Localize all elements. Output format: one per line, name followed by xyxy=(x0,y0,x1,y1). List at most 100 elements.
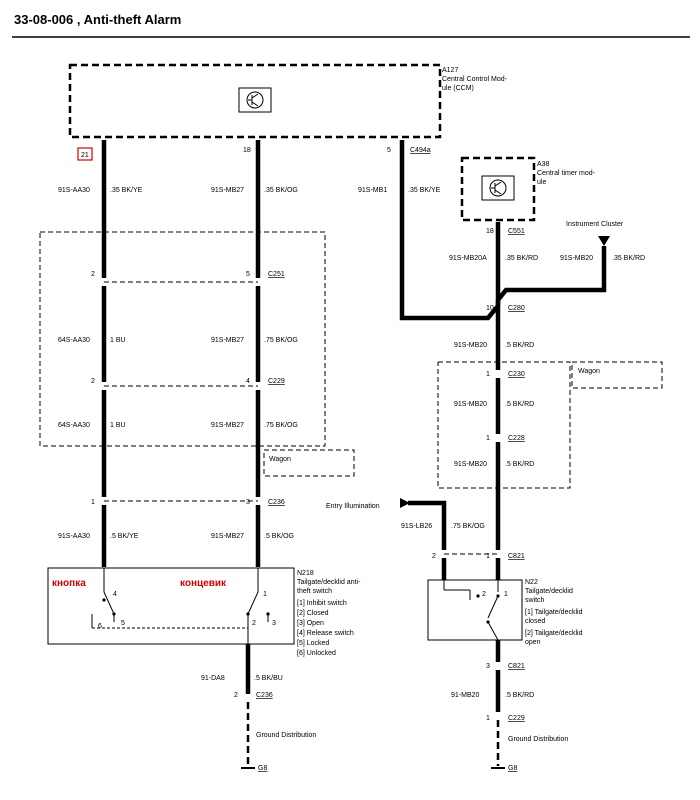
wire-10-id: 91S-MB27 xyxy=(211,422,244,429)
wire-4-id: 91S-MB20A xyxy=(449,255,487,262)
n218-line-6: [5] Locked xyxy=(297,640,329,647)
timer-module-box xyxy=(460,156,536,222)
timer-name-2: ule xyxy=(537,179,546,186)
wire-7-id: 91S-MB27 xyxy=(211,337,244,344)
wire-14-id: 91S-AA30 xyxy=(58,533,90,540)
n22-description: N22 Tailgate/decklid switch [1] Tailgate… xyxy=(525,579,583,646)
pin-3-c821: 3 xyxy=(486,663,490,670)
label-limit-ru: концевик xyxy=(180,578,227,589)
n22-line-0: Tailgate/decklid xyxy=(525,588,573,595)
wire-11-id: 91S-MB20 xyxy=(454,401,487,408)
wire-3-spec: .35 BK/YE xyxy=(408,187,441,194)
wire-17-id: 91-MB20 xyxy=(451,692,480,699)
wagon-box-left xyxy=(263,449,355,477)
connector-c251: C251 xyxy=(268,271,285,278)
n218-pin-6: 6 xyxy=(98,623,102,630)
n218-line-5: [4] Release switch xyxy=(297,630,354,637)
wire-13-id: 91S-LB26 xyxy=(401,523,432,530)
wire-9-spec: 1 BU xyxy=(110,422,126,429)
pin-1-c228: 1 xyxy=(486,435,490,442)
pin-3-c236: 3 xyxy=(246,499,250,506)
wire-10-spec: .75 BK/OG xyxy=(264,422,298,429)
pin-2-c229: 2 xyxy=(91,378,95,385)
n218-line-4: [3] Open xyxy=(297,620,324,627)
n22-line-2: [1] Tailgate/decklid xyxy=(525,609,583,616)
pin-2-c251: 2 xyxy=(91,271,95,278)
connector-c236-a: C236 xyxy=(268,499,285,506)
connector-c551: C551 xyxy=(508,228,525,235)
n22-pin-1: 1 xyxy=(504,591,508,598)
n218-line-0: Tailgate/decklid anti- xyxy=(297,579,361,586)
wire-instrument xyxy=(496,246,607,302)
label-button-ru: кнопка xyxy=(52,578,86,589)
wire-12-spec: .5 BK/RD xyxy=(505,461,534,468)
n218-pin-5: 5 xyxy=(121,620,125,627)
connector-c494a: C494a xyxy=(410,147,431,154)
wagon-box-right xyxy=(571,361,663,389)
pin-18-ccm: 18 xyxy=(243,147,251,154)
wire-13-spec: .75 BK/OG xyxy=(451,523,485,530)
connector-c229-b: C229 xyxy=(508,715,525,722)
wire-6-id: 64S-AA30 xyxy=(58,337,90,344)
wire-6-spec: 1 BU xyxy=(110,337,126,344)
timer-transistor-icon xyxy=(481,175,515,201)
n22-switch-box xyxy=(427,579,523,641)
n218-line-7: [6] Unlocked xyxy=(297,650,336,657)
right-wagon-region xyxy=(437,361,571,489)
connector-c821-a: C821 xyxy=(508,553,525,560)
ground-distribution-left: Ground Distribution xyxy=(256,732,316,739)
entry-illumination-label: Entry Illumination xyxy=(326,503,380,510)
connector-c821-b: C821 xyxy=(508,663,525,670)
pin-1-c236: 1 xyxy=(91,499,95,506)
n218-pin-1: 1 xyxy=(263,591,267,598)
ground-g8-right: G8 xyxy=(508,765,517,772)
timer-name-1: Central timer mod- xyxy=(537,170,596,177)
wire-16-spec: .5 BK/BU xyxy=(254,675,283,682)
n218-switch-symbol xyxy=(91,568,270,644)
pin-18-timer: 18 xyxy=(486,228,494,235)
wire-2-id: 91S-MB27 xyxy=(211,187,244,194)
ground-g8-left: G8 xyxy=(258,765,267,772)
wire-2-spec: .35 BK/OG xyxy=(264,187,298,194)
n218-ref: N218 xyxy=(297,570,314,577)
wire-11-spec: .5 BK/RD xyxy=(505,401,534,408)
wire-1-id: 91S-AA30 xyxy=(58,187,90,194)
pin-1-c230: 1 xyxy=(486,371,490,378)
timer-ref: A38 xyxy=(537,161,550,168)
n22-line-5: open xyxy=(525,639,541,646)
left-wagon-region xyxy=(39,231,326,447)
wire-entry xyxy=(408,500,447,550)
ccm-name-2: ule (CCM) xyxy=(442,85,474,92)
pin-4-c229: 4 xyxy=(246,378,250,385)
wire-16-id: 91-DA8 xyxy=(201,675,225,682)
pin-10: 10 xyxy=(486,305,494,312)
entry-arrow-icon xyxy=(400,498,410,508)
n218-line-3: [2] Closed xyxy=(297,610,329,617)
wire-15-id: 91S-MB27 xyxy=(211,533,244,540)
wire-1-spec: .35 BK/YE xyxy=(110,187,143,194)
wire-17-spec: .5 BK/RD xyxy=(505,692,534,699)
pin-5-ccm: 5 xyxy=(387,147,391,154)
wire-8-id: 91S-MB20 xyxy=(454,342,487,349)
page-title: 33-08-006 , Anti-theft Alarm xyxy=(14,12,181,27)
n218-line-2: [1] Inhibit switch xyxy=(297,600,347,607)
wire-right-ccm xyxy=(399,140,500,321)
pin-21-highlight xyxy=(77,147,93,161)
pin-2-c236: 2 xyxy=(234,692,238,699)
wire-15-spec: .5 BK/OG xyxy=(264,533,294,540)
connector-c230: C230 xyxy=(508,371,525,378)
wire-9-id: 64S-AA30 xyxy=(58,422,90,429)
instrument-cluster-label: Instrument Cluster xyxy=(566,221,624,228)
wire-14-spec: .5 BK/YE xyxy=(110,533,139,540)
ccm-module-box xyxy=(68,63,442,139)
wire-12-id: 91S-MB20 xyxy=(454,461,487,468)
connector-c228: C228 xyxy=(508,435,525,442)
n218-pin-3: 3 xyxy=(272,620,276,627)
wire-3-id: 91S-MB1 xyxy=(358,187,387,194)
n22-pin-2: 2 xyxy=(482,591,486,598)
instrument-arrow-icon xyxy=(598,236,610,246)
n22-line-4: [2] Tailgate/decklid xyxy=(525,630,583,637)
connector-c236-b: C236 xyxy=(256,692,273,699)
ccm-name-1: Central Control Mod- xyxy=(442,76,508,83)
